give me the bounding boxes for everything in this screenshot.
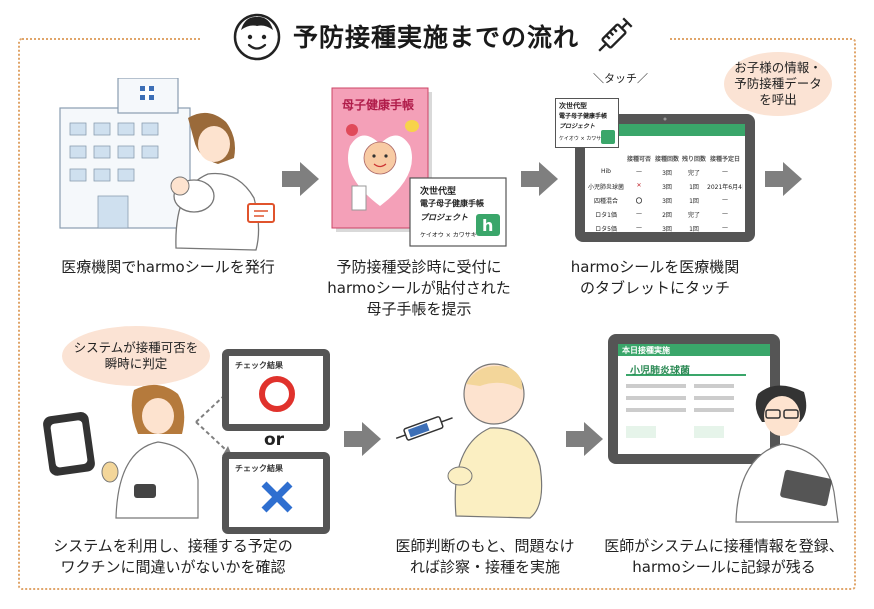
tablet6-vaccine: 小児肺炎球菌	[630, 366, 690, 377]
step-5-caption: 医師判断のもと、問題なけ れば診察・接種を実施	[395, 537, 575, 576]
step-1-illustration	[58, 77, 278, 258]
bubble-patient-info: お子様の情報・ 予防接種データ を呼出	[724, 52, 832, 116]
table-header: 残り回数	[681, 156, 706, 163]
sticker-line1: 次世代型	[420, 187, 457, 197]
arrow-right-icon	[765, 162, 802, 196]
sticker-line3: プロジェクト	[420, 213, 468, 222]
table-cell: 3回	[662, 170, 672, 177]
svg-text:h: h	[482, 216, 493, 235]
table-cell: 小児肺炎球菌	[587, 184, 624, 191]
tablet-ok: チェック結果	[222, 349, 330, 431]
table-cell: ロタ1価	[595, 212, 617, 219]
step-1-caption: 医療機関でharmoシールを発行	[61, 258, 275, 276]
arrow-right-icon	[521, 162, 558, 196]
doctor-icon	[735, 385, 839, 523]
table-cell: 3回	[662, 198, 672, 205]
hospital-icon	[59, 77, 275, 251]
touch-label: ＼タッチ／	[593, 72, 648, 85]
table-cell: Hib	[601, 168, 611, 175]
table-cell: 2回	[662, 212, 672, 219]
table-header: 接種予定日	[709, 156, 740, 163]
harmo-logo-icon	[601, 130, 615, 144]
table-cell: —	[636, 224, 642, 231]
boshi-techo-icon: h	[331, 87, 507, 247]
step-2-illustration: h 次世代型 電子母子健康手帳 プロジェクト ケイオウ × カワサキ 母子健康手…	[330, 86, 510, 251]
nurse-icon	[43, 384, 199, 519]
table-cell: —	[636, 210, 642, 217]
tablet6-header: 本日接種実施	[622, 346, 670, 355]
step-4-illustration	[38, 380, 208, 520]
arrow-right-icon	[566, 422, 603, 456]
table-cell: —	[722, 224, 728, 231]
table-header: 接種回数	[654, 156, 679, 163]
page-title: 予防接種実施までの流れ	[292, 23, 579, 52]
step-6-illustration: 本日接種実施 小児肺炎球菌	[608, 334, 848, 524]
table-cell: 1回	[689, 226, 699, 233]
table-cell: —	[722, 196, 728, 203]
tablet-ng: チェック結果	[222, 452, 330, 534]
table-cell: 2021年6月4日	[707, 184, 743, 191]
table-cell: ✕	[636, 182, 642, 189]
table-cell: 〇	[635, 198, 642, 205]
smiley-icon	[233, 13, 281, 61]
table-cell: 完了	[687, 212, 700, 219]
table-cell: 3回	[662, 184, 672, 191]
table-cell: —	[722, 210, 728, 217]
sticker-line2: 電子母子健康手帳	[420, 199, 484, 208]
table-cell: 3回	[662, 226, 672, 233]
bubble-system-check: システムが接種可否を 瞬時に判定	[62, 326, 210, 386]
or-label: or	[264, 430, 285, 450]
table-cell: 1回	[689, 184, 699, 191]
arrow-right-icon	[282, 162, 319, 196]
arrow-right-icon	[344, 422, 381, 456]
table-cell: 四種混合	[593, 198, 618, 205]
tablet-icon	[608, 334, 780, 464]
harmo-sticker: 次世代型 電子母子健康手帳 プロジェクト ケイオウ × カワサキ	[555, 98, 619, 148]
table-header: 接種可否	[626, 156, 651, 163]
boshi-book-title: 母子健康手帳	[342, 98, 415, 112]
baby-icon	[395, 363, 543, 519]
syringe-icon	[598, 17, 633, 52]
table-cell: 1回	[689, 198, 699, 205]
table-cell: —	[636, 168, 642, 175]
table-cell: —	[722, 168, 728, 175]
check-result-label: チェック結果	[235, 361, 283, 370]
table-cell: 完了	[687, 170, 700, 177]
table-cell: ロタ5価	[595, 226, 617, 233]
step-4-caption: システムを利用し、接種する予定の ワクチンに間違いがないかを確認	[53, 537, 293, 576]
sticker-line4: ケイオウ × カワサキ	[420, 232, 477, 239]
step-3-caption: harmoシールを医療機関 のタブレットにタッチ	[570, 258, 740, 297]
circle-icon	[259, 376, 295, 412]
cross-icon	[261, 481, 293, 513]
step-6-caption: 医師がシステムに接種情報を登録、 harmoシールに記録が残る	[604, 537, 844, 576]
step-2-caption: 予防接種受診時に受付に harmoシールが貼付された 母子手帳を提示	[327, 258, 511, 318]
step-5-illustration	[390, 356, 560, 526]
check-result-label: チェック結果	[235, 464, 283, 473]
title-bar: 予防接種実施までの流れ	[200, 8, 670, 64]
